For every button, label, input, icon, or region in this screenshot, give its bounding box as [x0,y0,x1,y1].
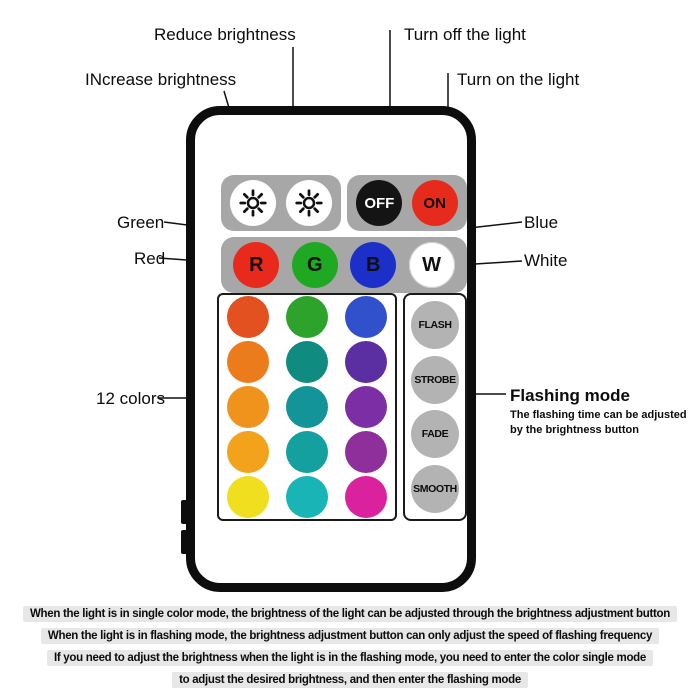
color-button-5[interactable] [285,341,328,384]
label-turn-on: Turn on the light [457,70,580,89]
on-button[interactable]: ON [411,180,458,226]
label-red: Red [134,249,166,268]
side-notch [181,530,190,554]
reduce-brightness-button[interactable] [285,180,332,226]
label-12-colors: 12 colors [96,389,165,408]
label-reduce-brightness: Reduce brightness [154,25,296,44]
notes-area: When the light is in single color mode, … [0,604,700,688]
color-button-11[interactable] [285,430,328,473]
key-b-button[interactable]: B [350,242,397,288]
label-flashing-sub2: by the brightness button [510,424,639,436]
color-button-7[interactable] [227,385,270,428]
sun-icon [239,189,267,217]
color-button-4[interactable] [227,341,270,384]
label-increase-brightness: INcrease brightness [85,70,237,89]
color-grid [217,293,397,521]
color-button-3[interactable] [344,296,387,339]
mode-panel: FLASH STROBE FADE SMOOTH [403,293,467,521]
label-green: Green [117,213,165,232]
note-line-2: When the light is in flashing mode, the … [40,628,660,644]
color-button-13[interactable] [227,475,270,518]
fade-button[interactable]: FADE [411,410,459,459]
color-button-14[interactable] [285,475,328,518]
color-button-8[interactable] [285,385,328,428]
label-white: White [524,251,568,270]
label-turn-off: Turn off the light [404,25,526,44]
label-flashing-sub1: The flashing time can be adjusted [510,409,687,421]
label-flashing-mode: Flashing mode [510,386,630,405]
color-button-9[interactable] [344,385,387,428]
key-g-button[interactable]: G [291,242,338,288]
strobe-button[interactable]: STROBE [411,355,459,404]
color-button-2[interactable] [285,296,328,339]
smooth-button[interactable]: SMOOTH [411,464,459,513]
color-button-6[interactable] [344,341,387,384]
flash-button[interactable]: FLASH [411,301,459,350]
sun-icon [295,189,323,217]
note-line-3: If you need to adjust the brightness whe… [46,650,653,666]
increase-brightness-button[interactable] [230,180,277,226]
color-button-12[interactable] [344,430,387,473]
brightness-panel [221,175,341,231]
power-panel: OFF ON [347,175,467,231]
off-button[interactable]: OFF [356,180,403,226]
key-r-button[interactable]: R [233,242,280,288]
side-notch [181,500,190,524]
label-blue: Blue [524,213,559,232]
note-line-1: When the light is in single color mode, … [22,606,678,622]
color-button-1[interactable] [227,296,270,339]
key-w-button[interactable]: W [408,242,455,288]
note-line-4: to adjust the desired brightness, and th… [172,672,528,688]
color-button-10[interactable] [227,430,270,473]
color-button-15[interactable] [344,475,387,518]
